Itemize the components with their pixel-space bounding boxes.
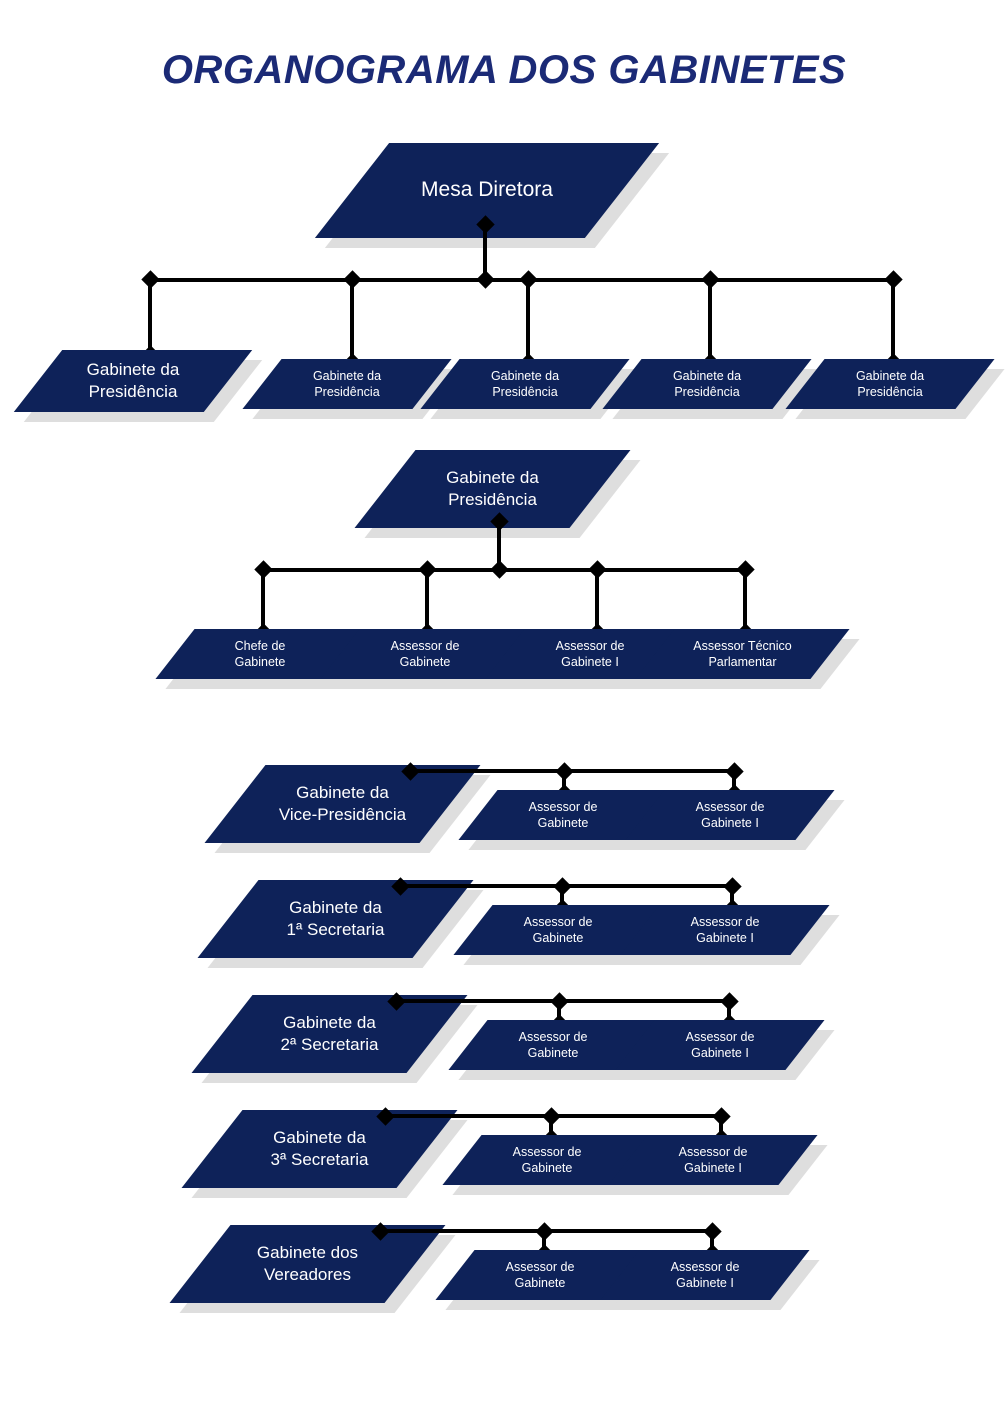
node-label: Assessor de Gabinete I — [678, 1145, 748, 1175]
node-label: Assessor de Gabinete — [528, 800, 598, 830]
node-vereadores-assessor-de-gabinete-i[interactable]: Assessor de Gabinete I — [600, 1250, 820, 1310]
node-gabinete-2a-secretaria[interactable]: Gabinete da 2ª Secretaria — [191, 995, 478, 1083]
node-gabinete-vice-presidencia[interactable]: Gabinete da Vice-Presidência — [204, 765, 491, 853]
connector-drop-p2 — [350, 280, 354, 362]
node-gabinete-3a-secretaria[interactable]: Gabinete da 3ª Secretaria — [181, 1110, 468, 1198]
node-gabinete-dos-vereadores[interactable]: Gabinete dos Vereadores — [169, 1225, 456, 1313]
node-label: Gabinete dos Vereadores — [256, 1243, 359, 1284]
node-label: Gabinete da 2ª Secretaria — [280, 1013, 379, 1054]
node-gabinete-presidencia-1[interactable]: Gabinete da Presidência — [13, 350, 263, 422]
node-label: Assessor de Gabinete — [518, 1030, 588, 1060]
node-gabinete-presidencia-root[interactable]: Gabinete da Presidência — [354, 450, 641, 538]
connector-drop-p5 — [891, 280, 895, 362]
node-sec2-assessor-de-gabinete[interactable]: Assessor de Gabinete — [448, 1020, 668, 1080]
connector-drop-sec2-a1 — [557, 1002, 561, 1024]
node-gabinete-1a-secretaria[interactable]: Gabinete da 1ª Secretaria — [197, 880, 484, 968]
connector-drop-sec1-a1 — [560, 887, 564, 909]
connector-drop-p1 — [148, 280, 152, 354]
node-label: Gabinete da Presidência — [86, 360, 180, 401]
connector-node-bus1-center — [476, 270, 495, 289]
node-label: Assessor de Gabinete — [390, 639, 460, 669]
node-chefe-de-gabinete[interactable]: Chefe de Gabinete — [155, 629, 375, 689]
node-label: Assessor de Gabinete I — [690, 915, 760, 945]
node-gabinete-presidencia-5[interactable]: Gabinete da Presidência — [785, 359, 1005, 419]
node-vice-assessor-de-gabinete[interactable]: Assessor de Gabinete — [458, 790, 678, 850]
node-label: Gabinete da Vice-Presidência — [278, 783, 407, 824]
connector-drop-c3 — [595, 570, 599, 632]
node-gabinete-presidencia-4[interactable]: Gabinete da Presidência — [602, 359, 822, 419]
node-gabinete-presidencia-3[interactable]: Gabinete da Presidência — [420, 359, 640, 419]
connector-drop-p4 — [708, 280, 712, 362]
node-assessor-de-gabinete[interactable]: Assessor de Gabinete — [320, 629, 540, 689]
node-label: Gabinete da 3ª Secretaria — [270, 1128, 369, 1169]
node-sec3-assessor-de-gabinete-i[interactable]: Assessor de Gabinete I — [608, 1135, 828, 1195]
node-sec1-assessor-de-gabinete-i[interactable]: Assessor de Gabinete I — [620, 905, 840, 965]
node-assessor-tecnico-parlamentar[interactable]: Assessor Técnico Parlamentar — [635, 629, 860, 689]
node-label: Gabinete da Presidência — [490, 369, 560, 399]
node-label: Assessor de Gabinete — [505, 1260, 575, 1290]
connector-drop-sec2-a2 — [727, 1002, 731, 1024]
connector-drop-ver-a1 — [542, 1232, 546, 1254]
connector-drop-sec3-a2 — [719, 1117, 723, 1139]
node-label: Assessor de Gabinete I — [695, 800, 765, 830]
node-label: Gabinete da Presidência — [312, 369, 382, 399]
node-label: Assessor de Gabinete I — [555, 639, 625, 669]
connector-drop-c4 — [743, 570, 747, 632]
node-label: Mesa Diretora — [421, 178, 553, 202]
node-label: Assessor de Gabinete I — [670, 1260, 740, 1290]
node-assessor-de-gabinete-i[interactable]: Assessor de Gabinete I — [485, 629, 705, 689]
connector-drop-vice-a2 — [732, 772, 736, 794]
node-gabinete-presidencia-2[interactable]: Gabinete da Presidência — [242, 359, 462, 419]
node-label: Assessor Técnico Parlamentar — [693, 639, 792, 669]
node-label: Gabinete da Presidência — [446, 468, 539, 509]
node-label: Gabinete da Presidência — [855, 369, 925, 399]
node-vereadores-assessor-de-gabinete[interactable]: Assessor de Gabinete — [435, 1250, 655, 1310]
node-label: Gabinete da Presidência — [672, 369, 742, 399]
node-label: Chefe de Gabinete — [234, 639, 286, 669]
page-title: ORGANOGRAMA DOS GABINETES — [161, 48, 847, 92]
connector-drop-p3 — [526, 280, 530, 362]
connector-drop-sec1-a2 — [730, 887, 734, 909]
connector-trunk-presidencia — [497, 521, 501, 571]
connector-drop-vice-a1 — [562, 772, 566, 794]
connector-drop-sec3-a1 — [549, 1117, 553, 1139]
connector-drop-c1 — [261, 570, 265, 632]
node-label: Assessor de Gabinete I — [685, 1030, 755, 1060]
node-label: Gabinete da 1ª Secretaria — [286, 898, 385, 939]
node-sec3-assessor-de-gabinete[interactable]: Assessor de Gabinete — [442, 1135, 662, 1195]
node-sec1-assessor-de-gabinete[interactable]: Assessor de Gabinete — [453, 905, 673, 965]
connector-node-bus2-center — [490, 560, 509, 579]
node-label: Assessor de Gabinete — [512, 1145, 582, 1175]
node-sec2-assessor-de-gabinete-i[interactable]: Assessor de Gabinete I — [615, 1020, 835, 1080]
node-mesa-diretora[interactable]: Mesa Diretora — [314, 143, 670, 248]
connector-drop-ver-a2 — [710, 1232, 714, 1254]
node-vice-assessor-de-gabinete-i[interactable]: Assessor de Gabinete I — [625, 790, 845, 850]
connector-trunk-mesa — [483, 224, 487, 282]
connector-drop-c2 — [425, 570, 429, 632]
node-label: Assessor de Gabinete — [523, 915, 593, 945]
